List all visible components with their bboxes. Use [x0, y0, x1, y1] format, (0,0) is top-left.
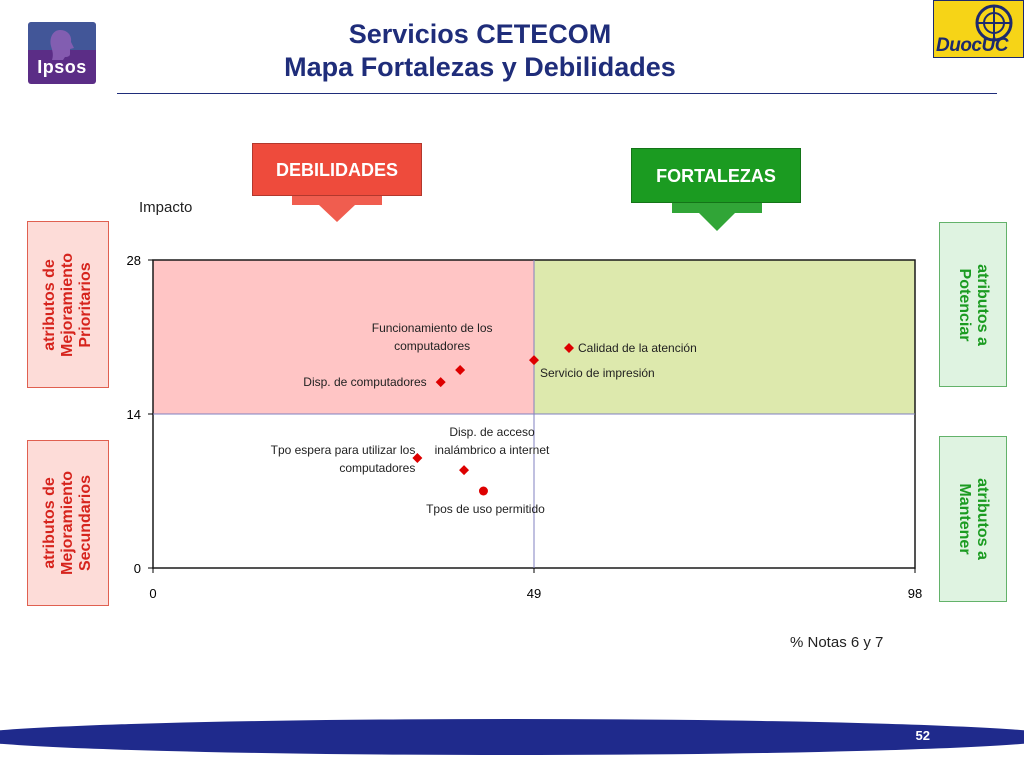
data-point-label: inalámbrico a internet [435, 443, 550, 457]
x-tick-label: 49 [527, 586, 541, 601]
x-axis-title: % Notas 6 y 7 [790, 634, 884, 651]
y-axis-title: Impacto [139, 199, 193, 216]
page-number: 52 [915, 728, 930, 743]
plot-area: 0 14 28 0 49 98 Calidad de la atenciónServicio… [127, 253, 923, 601]
head-silhouette-icon [50, 30, 74, 60]
data-point-marker [412, 453, 423, 463]
page-title: Servicios CETECOM Mapa Fortalezas y Debi… [200, 18, 760, 84]
y-tick-label: 14 [127, 407, 141, 422]
data-point-marker [529, 355, 539, 366]
y-tick-label: 0 [134, 561, 141, 576]
data-point-label: Disp. de computadores [303, 375, 426, 389]
data-point-label: Tpo espera para utilizar los [271, 443, 416, 457]
side-label-mejoramiento-secundarios: atributos de Mejoramiento Secundarios [27, 440, 109, 606]
data-point-marker [435, 377, 446, 388]
data-point-label: Calidad de la atención [578, 341, 697, 355]
data-point-marker [455, 365, 466, 375]
data-point-marker [478, 486, 488, 496]
data-point-label: Servicio de impresión [540, 366, 655, 380]
debilidades-arrow [292, 196, 382, 222]
ipsos-logo: Ipsos [28, 22, 96, 84]
title-line-2: Mapa Fortalezas y Debilidades [284, 52, 676, 82]
header-divider [117, 93, 997, 94]
side-label-potenciar: atributos a Potenciar [939, 222, 1007, 387]
data-point-label: computadores [394, 339, 470, 353]
data-point-label: Funcionamiento de los [372, 321, 493, 335]
side-label-mejoramiento-prioritarios: atributos de Mejoramiento Prioritarios [27, 221, 109, 388]
duoc-logo: DuocUC [933, 0, 1024, 58]
fortalezas-quadrant [534, 260, 915, 414]
fortalezas-arrow [672, 203, 762, 231]
data-point-label: Disp. de acceso [449, 425, 535, 439]
y-tick-label: 28 [127, 253, 141, 268]
ipsos-logo-text: Ipsos [37, 57, 87, 77]
data-point-marker [563, 343, 574, 353]
x-tick-label: 98 [908, 586, 922, 601]
x-tick-label: 0 [149, 586, 156, 601]
title-line-1: Servicios CETECOM [348, 19, 612, 49]
data-point-label: Tpos de uso permitido [426, 502, 545, 516]
crest-icon [975, 4, 1013, 42]
debilidades-quadrant [153, 260, 534, 414]
debilidades-callout: DEBILIDADES [252, 143, 422, 196]
duoc-logo-text: DuocUC [936, 35, 1008, 56]
side-label-mantener: atributos a Mantener [939, 436, 1007, 602]
fortalezas-callout: FORTALEZAS [631, 148, 801, 203]
data-point-marker [459, 465, 470, 476]
footer-band [0, 719, 1024, 755]
data-point-label: computadores [339, 461, 415, 475]
